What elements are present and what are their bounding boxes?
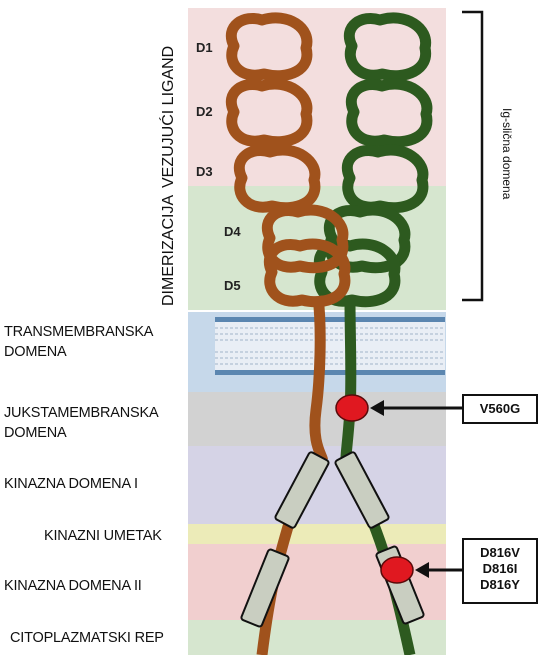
label-juxtamembrane: JUKSTAMEMBRANSKA DOMENA	[4, 403, 184, 443]
ig-domain-label-d4: D4	[224, 224, 241, 239]
dimerization-label: DIMERIZACIJA	[160, 195, 178, 306]
ig-domain-label-d1: D1	[196, 40, 213, 55]
ig-domain-label-d2: D2	[196, 104, 213, 119]
label-kinase-insert: KINAZNI UMETAK	[44, 526, 224, 546]
ig-bracket	[462, 12, 482, 300]
mutation-d816i-text: D816I	[464, 561, 536, 577]
kinase-insert-region-bg	[188, 524, 446, 544]
mutation-box-d816: D816V D816I D816Y	[462, 538, 538, 604]
mutation-dot-d816	[381, 557, 413, 583]
label-tail: CITOPLAZMATSKI REP	[10, 628, 190, 648]
label-transmembrane: TRANSMEMBRANSKA DOMENA	[4, 322, 184, 362]
mutation-v560g-text: V560G	[464, 396, 536, 422]
mutation-d816v-text: D816V	[464, 545, 536, 561]
ligand-binding-label: VEZUJUĆI LIGAND	[160, 46, 178, 188]
mutation-d816y-text: D816Y	[464, 577, 536, 593]
ig-domain-label-d5: D5	[224, 278, 241, 293]
mutation-box-v560g: V560G	[462, 394, 538, 424]
ig-like-domain-label: Ig-slična domena	[500, 108, 514, 199]
mutation-dot-v560g	[336, 395, 368, 421]
ig-domain-label-d3: D3	[196, 164, 213, 179]
label-kinase1: KINAZNA DOMENA I	[4, 474, 184, 494]
label-kinase2: KINAZNA DOMENA II	[4, 576, 184, 596]
membrane-bilayer	[215, 317, 445, 375]
